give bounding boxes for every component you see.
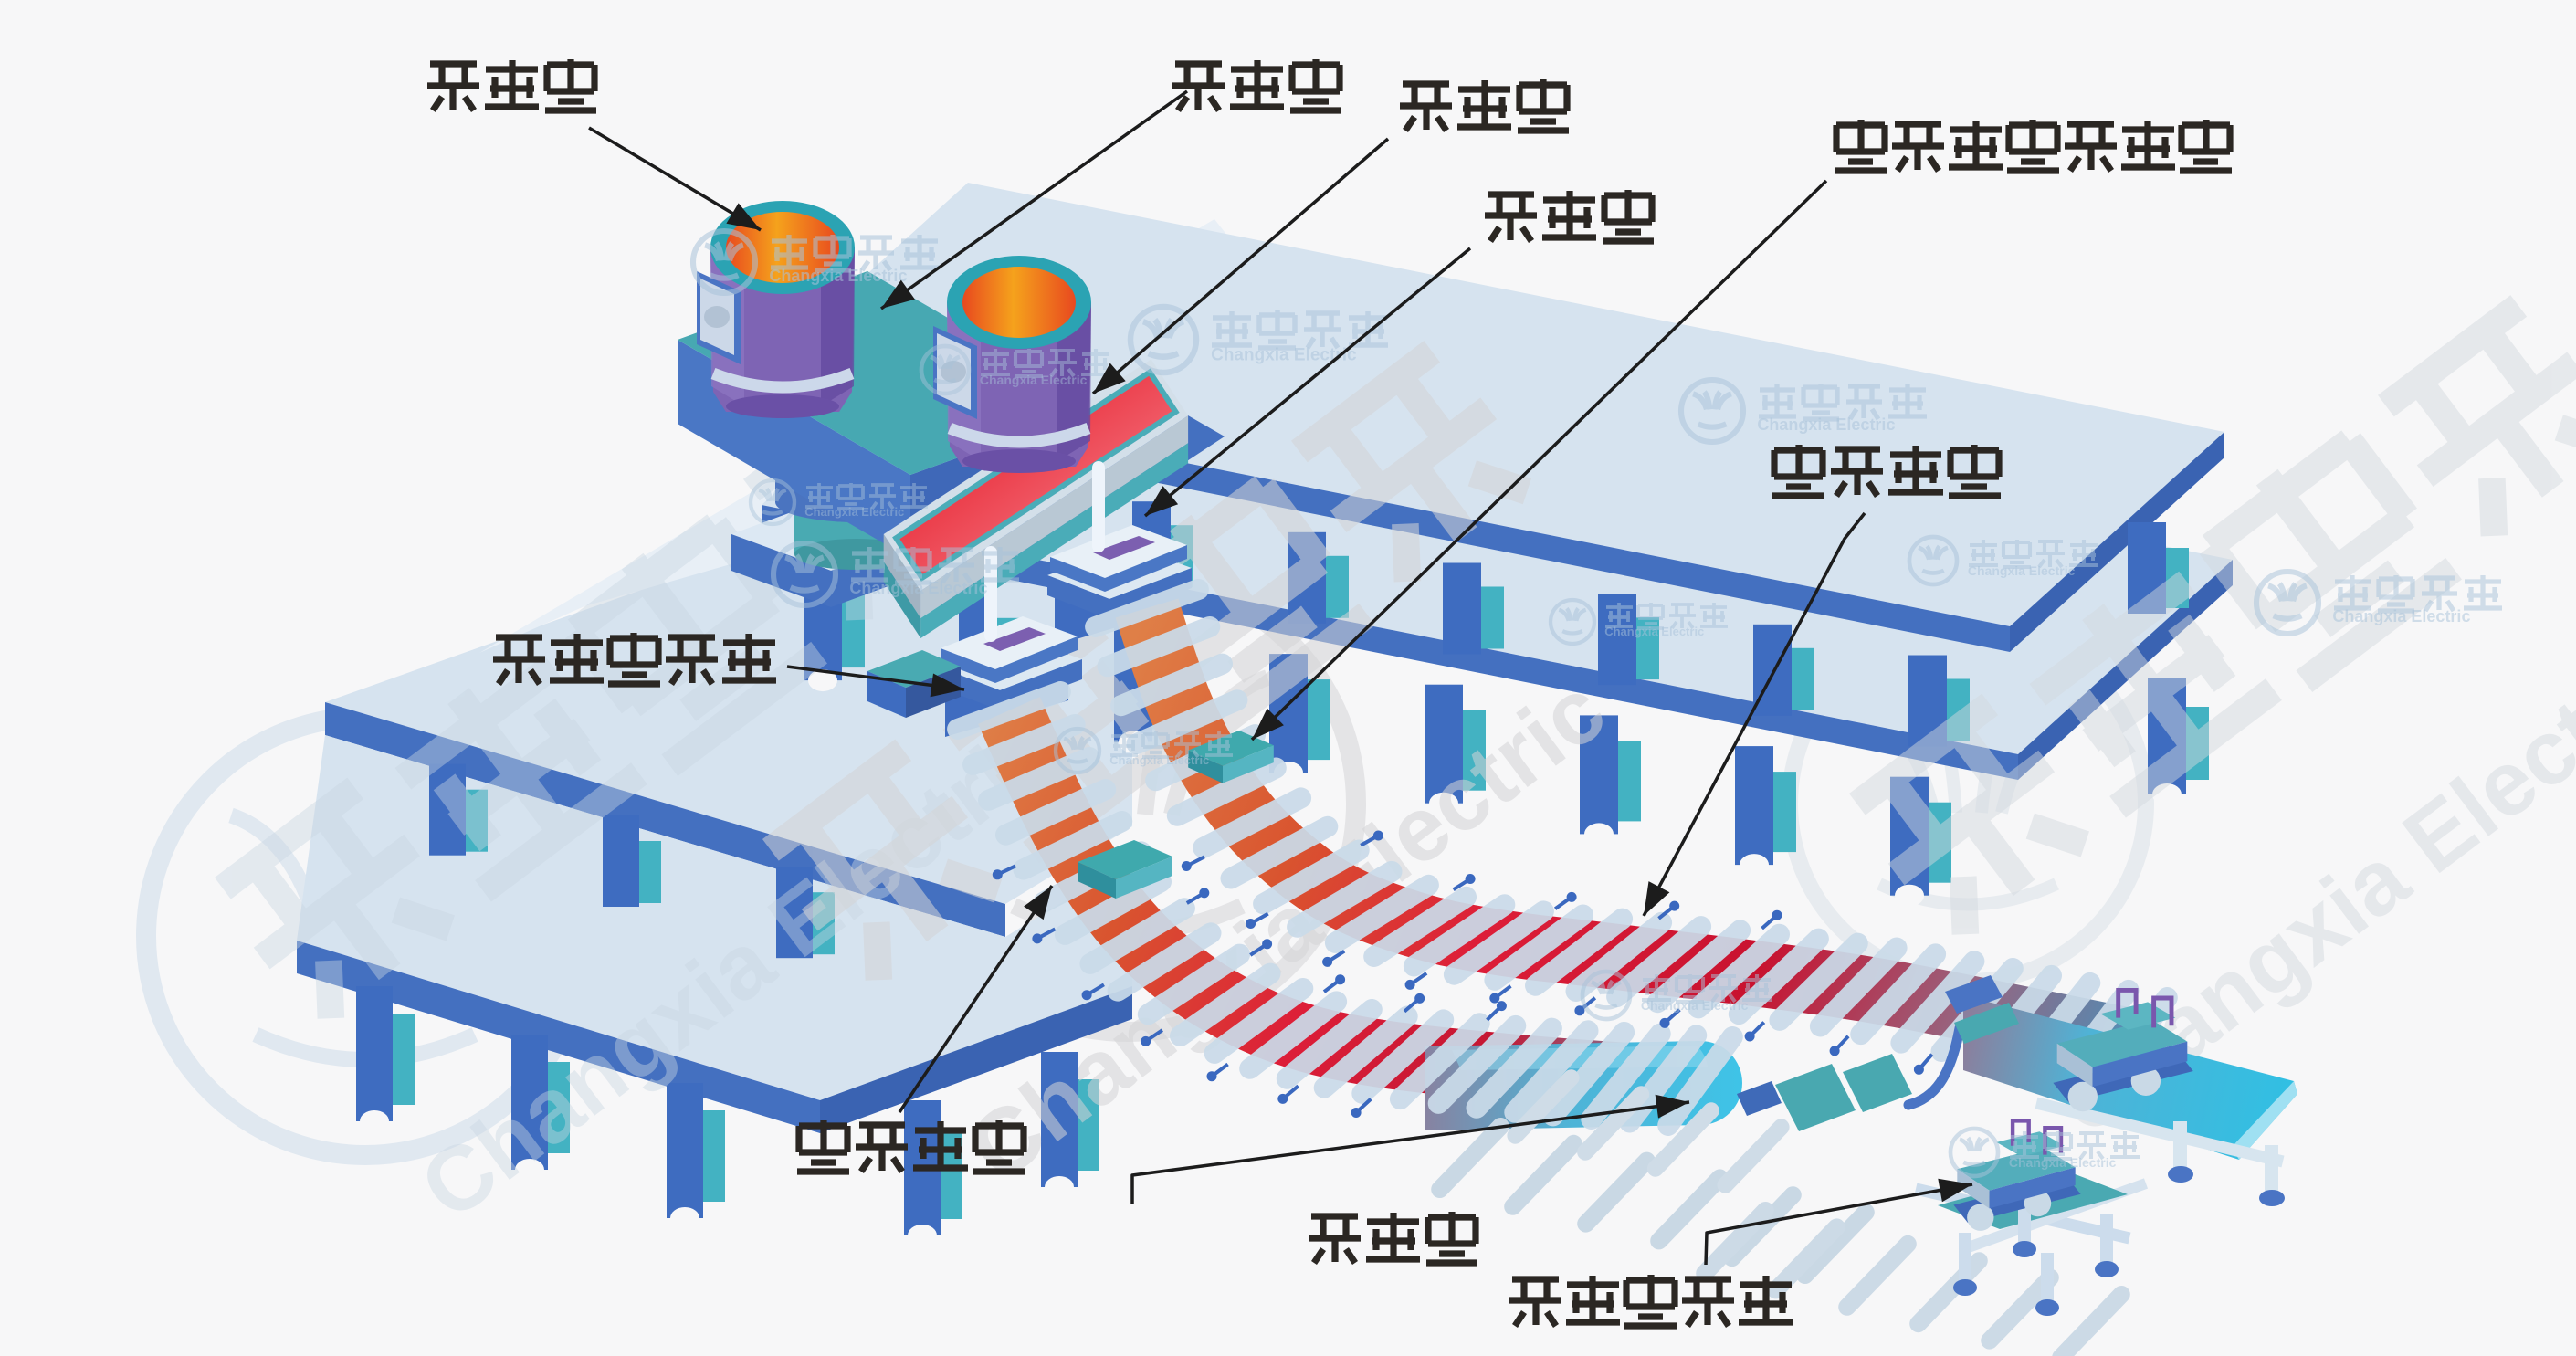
svg-text:Changxia Electric: Changxia Electric — [769, 267, 907, 285]
svg-text:Changxia Electric: Changxia Electric — [2332, 607, 2470, 625]
svg-text:Changxia Electric: Changxia Electric — [1604, 625, 1704, 638]
svg-text:Changxia Electric: Changxia Electric — [1109, 753, 1209, 767]
svg-text:Changxia Electric: Changxia Electric — [1641, 998, 1749, 1013]
svg-text:Changxia Electric: Changxia Electric — [804, 505, 904, 519]
svg-text:Changxia Electric: Changxia Electric — [849, 579, 987, 597]
svg-text:Changxia Electric: Changxia Electric — [1211, 345, 1357, 364]
svg-text:Changxia Electric: Changxia Electric — [2009, 1155, 2117, 1170]
svg-text:Changxia Electric: Changxia Electric — [1968, 563, 2076, 578]
svg-text:Changxia Electric: Changxia Electric — [1757, 415, 1895, 434]
svg-text:Changxia Electric: Changxia Electric — [980, 373, 1088, 387]
